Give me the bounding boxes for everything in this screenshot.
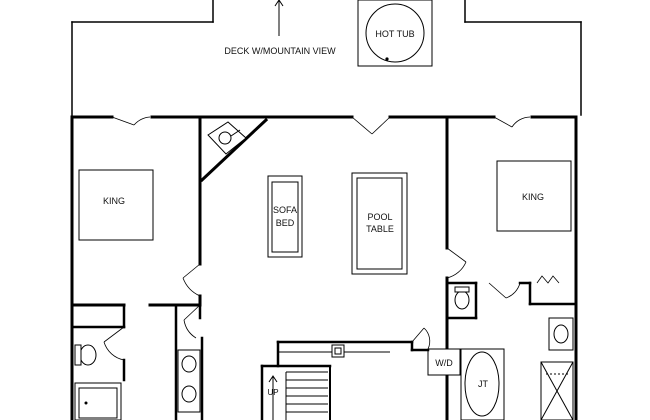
toilet-left-icon [79,344,97,366]
stairs-arrow-icon [268,375,278,383]
left-bathroom [70,303,126,420]
exterior-walls [70,115,578,420]
laundry: W/D [427,348,461,376]
king-right-label: KING [522,192,544,202]
deck: DECK W/MOUNTAIN VIEW [71,0,582,116]
washer-dryer-label: W/D [435,358,453,368]
sofa-label-line1: SOFA [273,205,297,215]
corner-closet [199,117,269,183]
king-bed-left [78,169,154,241]
living-area: SOFA BED POOL TABLE [267,172,408,275]
left-bedroom: KING [70,115,202,307]
center-lower: UP [148,303,431,420]
right-bathroom: JT [445,275,578,420]
deck-doors [111,116,531,135]
pool-label-line1: POOL [367,212,392,222]
pool-label-line2: TABLE [366,224,394,234]
washer-dryer [427,348,461,376]
north-arrow-icon [274,0,284,7]
hot-tub: HOT TUB [357,0,433,67]
hot-tub-label: HOT TUB [375,29,414,39]
deck-label: DECK W/MOUNTAIN VIEW [224,46,336,56]
sofa-label-line2: BED [276,218,295,228]
toilet-right-icon [454,290,470,310]
stairs-up-label: UP [267,388,278,397]
jetted-tub-label: JT [478,379,489,389]
king-bed-right [496,160,572,232]
vanity-right [548,317,574,351]
water-heater-icon [218,131,232,145]
hot-tub-drain-icon [385,57,389,61]
king-left-label: KING [103,196,125,206]
